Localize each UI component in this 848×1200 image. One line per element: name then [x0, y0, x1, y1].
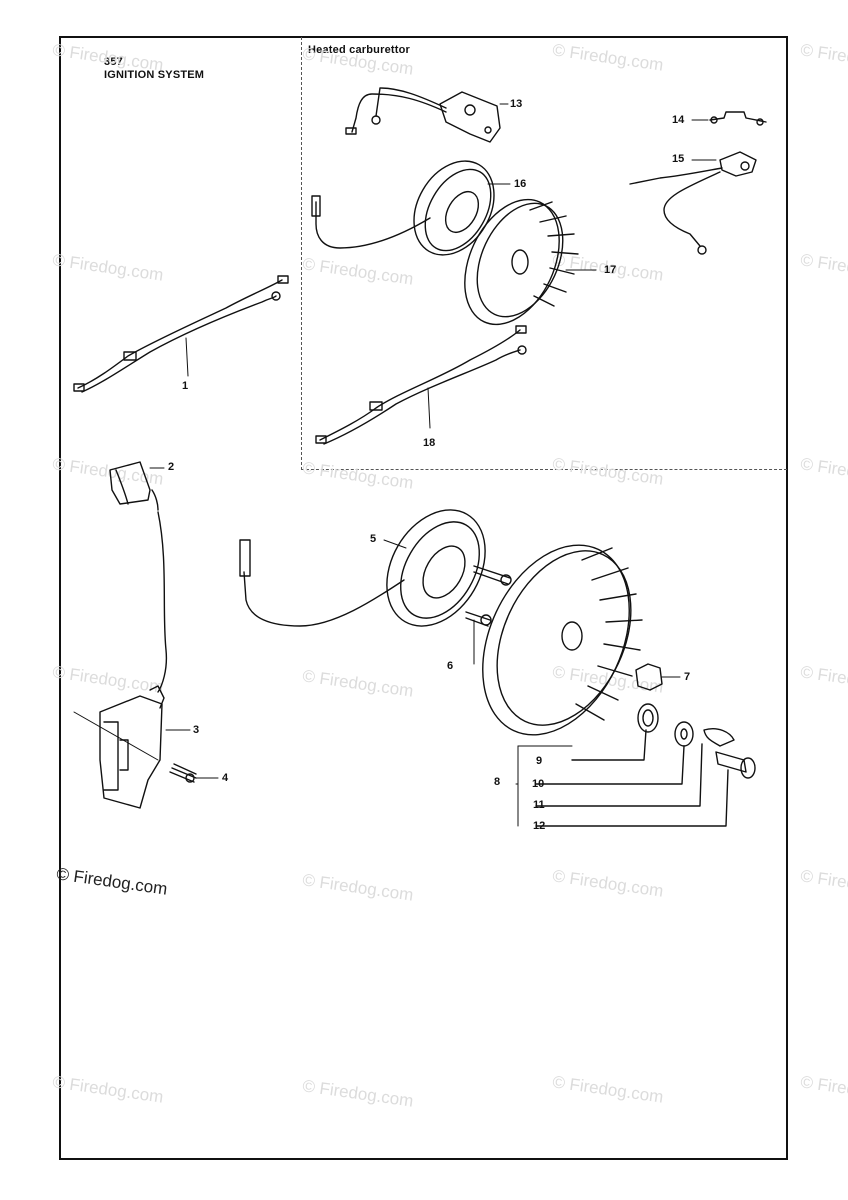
diagram-frame	[59, 36, 788, 1160]
ignition-module-5	[239, 509, 486, 627]
ignition-module-16	[311, 160, 511, 256]
callout-17: 17	[604, 264, 617, 276]
inset-title: Heated carburettor	[308, 44, 411, 56]
flywheel-17	[464, 198, 597, 326]
collar-9	[571, 703, 659, 761]
callout-3: 3	[193, 724, 200, 736]
clip-11	[535, 728, 735, 807]
heater-element-13	[345, 87, 509, 143]
callout-12: 12	[533, 820, 546, 832]
callout-5: 5	[370, 533, 377, 545]
page-number: 357	[104, 56, 123, 68]
nut-7	[635, 663, 681, 691]
wire-harness-1	[73, 275, 289, 393]
callout-16: 16	[514, 178, 527, 190]
group-bracket-8	[515, 745, 573, 827]
callout-2: 2	[168, 461, 175, 473]
callout-8: 8	[494, 776, 501, 788]
washer-10	[535, 721, 694, 785]
flywheel	[482, 544, 643, 736]
thermo-switch-15	[629, 151, 757, 255]
heated-carburettor-inset	[301, 37, 787, 470]
bracket-14	[691, 111, 767, 126]
callout-6: 6	[447, 660, 454, 672]
callout-11: 11	[533, 799, 545, 811]
callout-18: 18	[423, 437, 436, 449]
callout-14: 14	[672, 114, 685, 126]
callout-1: 1	[182, 380, 189, 392]
callout-15: 15	[672, 153, 685, 165]
callout-9: 9	[536, 755, 543, 767]
wire-harness-18	[315, 325, 527, 445]
section-title: IGNITION SYSTEM	[104, 69, 205, 81]
bolt-12	[535, 751, 756, 827]
screw-4	[169, 763, 219, 783]
callout-4: 4	[222, 772, 229, 784]
callout-13: 13	[510, 98, 523, 110]
callout-7: 7	[684, 671, 691, 683]
callout-10: 10	[532, 778, 545, 790]
ignition-coil-3	[73, 511, 191, 809]
screw-6	[465, 565, 512, 665]
spark-plug-cap-2	[109, 461, 165, 511]
